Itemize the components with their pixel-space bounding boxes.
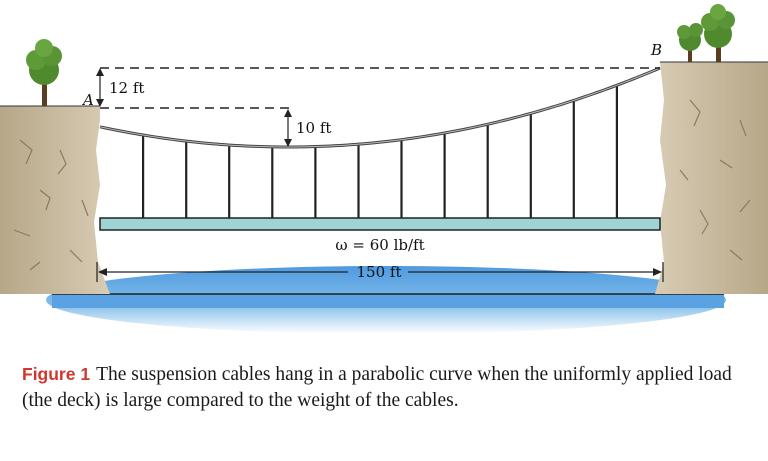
tree-right-1-icon bbox=[677, 23, 703, 62]
span-dimension bbox=[96, 262, 664, 282]
sag-a-dimension bbox=[96, 68, 104, 107]
span-label: 150 ft bbox=[357, 263, 402, 281]
right-cliff bbox=[655, 62, 768, 294]
suspender-cables bbox=[142, 85, 619, 218]
water-surface bbox=[52, 294, 724, 308]
sag-mid-dimension bbox=[284, 109, 292, 147]
point-a-label: A bbox=[81, 91, 94, 109]
tree-right-2-icon bbox=[701, 4, 735, 62]
right-cliff-texture bbox=[679, 99, 751, 261]
left-cliff bbox=[0, 106, 110, 294]
left-cliff-texture bbox=[13, 139, 89, 271]
point-b-label: B bbox=[650, 41, 662, 59]
suspension-bridge-diagram: 12 ft A 10 ft B ω = 60 lb/ft 150 ft bbox=[0, 4, 768, 334]
sag-mid-label: 10 ft bbox=[296, 119, 331, 137]
sag-a-label: 12 ft bbox=[109, 79, 144, 97]
main-cable-highlight bbox=[99, 67, 661, 148]
bridge-deck bbox=[99, 217, 661, 231]
caption-label: Figure 1 bbox=[22, 364, 91, 384]
tree-left-icon bbox=[26, 39, 62, 106]
caption-text: The suspension cables hang in a paraboli… bbox=[22, 364, 732, 411]
load-label: ω = 60 lb/ft bbox=[335, 236, 424, 254]
